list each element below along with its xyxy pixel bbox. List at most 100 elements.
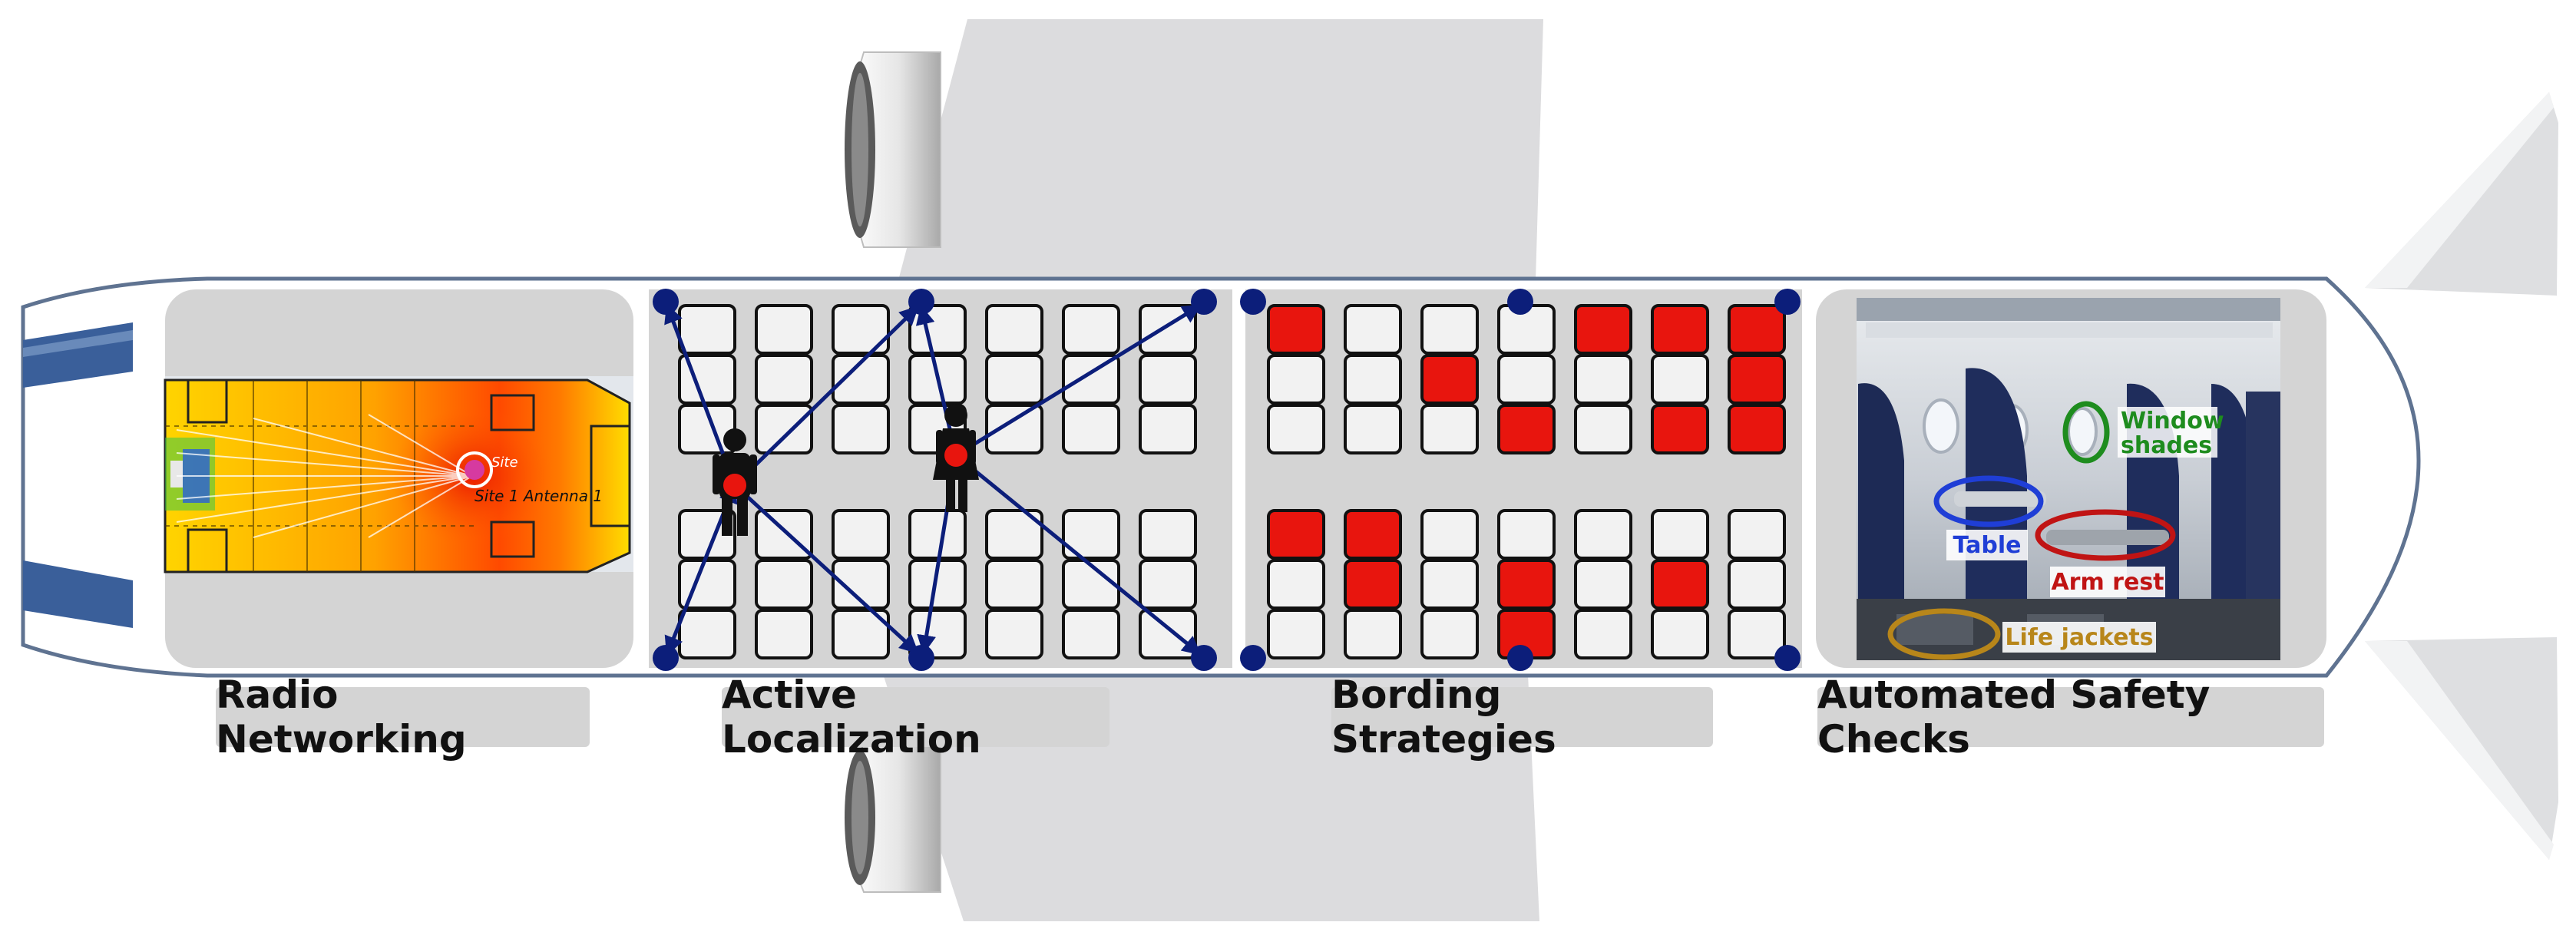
engine-bottom (845, 742, 941, 893)
board-seat-empty (1574, 609, 1632, 659)
table-label: Table (1953, 532, 2022, 559)
board-seat-empty (1728, 509, 1786, 560)
loc-anchor-node (1191, 289, 1217, 315)
board-anchor-node (1507, 645, 1533, 671)
board-seat-empty (1651, 609, 1709, 659)
loc-seat-empty (832, 404, 890, 454)
board-seat-empty (1344, 354, 1402, 405)
board-anchor-node (1507, 289, 1533, 315)
loc-seat-empty (755, 609, 813, 659)
caption-radio-networking: Radio Networking (216, 673, 590, 762)
board-seat-empty (1728, 609, 1786, 659)
radio-heatmap (164, 376, 633, 573)
loc-seat-empty (985, 559, 1043, 610)
board-seat-empty (1267, 404, 1325, 454)
loc-seat-empty (1062, 609, 1120, 659)
cabin-photo (1857, 298, 2280, 660)
board-seat-occupied (1651, 404, 1709, 454)
localization-range-arrow (954, 454, 1202, 656)
board-seat-empty (1267, 354, 1325, 405)
site-antenna-label: Site 1 Antenna 1 (475, 487, 603, 505)
tag-dot-male (723, 474, 746, 497)
window-label-line1: Window (2121, 408, 2224, 435)
board-anchor-node (1240, 289, 1266, 315)
window-label-line2: shades (2121, 432, 2212, 459)
loc-seat-empty (755, 354, 813, 405)
board-seat-empty (1574, 509, 1632, 560)
loc-seat-empty (985, 354, 1043, 405)
boarding-anchors (1240, 289, 1801, 671)
board-seat-occupied (1574, 304, 1632, 355)
loc-anchor-node (1191, 645, 1217, 671)
board-seat-occupied (1267, 304, 1325, 355)
board-seat-occupied (1728, 304, 1786, 355)
loc-seat-empty (1062, 304, 1120, 355)
armrest-label: Arm rest (2051, 569, 2164, 596)
safety-annotations: Window shades Table Arm rest Life jacket… (1887, 401, 2224, 660)
localization-range-arrow (954, 303, 1202, 458)
localization-anchors (653, 289, 1217, 671)
board-seat-occupied (1267, 509, 1325, 560)
localization-people (713, 404, 979, 536)
loc-seat-empty (678, 304, 736, 355)
board-seat-empty (1267, 609, 1325, 659)
tail-fin-top (2365, 92, 2558, 296)
loc-seat-empty (755, 304, 813, 355)
loc-seat-empty (1062, 404, 1120, 454)
board-seat-empty (1420, 304, 1479, 355)
board-anchor-node (1240, 645, 1266, 671)
caption-automated-safety-checks: Automated Safety Checks (1817, 673, 2324, 762)
board-seat-occupied (1497, 559, 1556, 610)
board-seat-empty (1651, 509, 1709, 560)
board-seat-empty (1497, 354, 1556, 405)
board-seat-occupied (1420, 354, 1479, 405)
localization-range-arrow (733, 484, 919, 654)
lifejackets-label: Life jackets (2005, 624, 2153, 651)
board-anchor-node (1774, 289, 1801, 315)
board-seat-occupied (1728, 354, 1786, 405)
board-seat-empty (1497, 509, 1556, 560)
loc-anchor-node (908, 289, 934, 315)
board-seat-empty (1344, 404, 1402, 454)
lifejacket-marker (1887, 608, 2001, 660)
window-shade-marker (2062, 401, 2110, 464)
loc-seat-empty (1139, 404, 1197, 454)
board-seat-empty (1267, 559, 1325, 610)
board-seat-occupied (1728, 404, 1786, 454)
board-seat-empty (1420, 404, 1479, 454)
loc-seat-empty (755, 559, 813, 610)
board-seat-empty (1651, 354, 1709, 405)
board-seat-occupied (1344, 559, 1402, 610)
loc-seat-empty (678, 609, 736, 659)
loc-seat-empty (832, 509, 890, 560)
board-seat-empty (1420, 609, 1479, 659)
loc-anchor-node (908, 645, 934, 671)
loc-seat-empty (985, 609, 1043, 659)
site-marker-label: Site (491, 454, 518, 471)
loc-seat-empty (1139, 509, 1197, 560)
loc-seat-empty (1139, 609, 1197, 659)
board-seat-empty (1574, 559, 1632, 610)
localization-range-arrow (733, 306, 919, 487)
board-seat-empty (1574, 404, 1632, 454)
caption-boarding-strategies: Bording Strategies (1331, 673, 1713, 762)
board-seat-empty (1344, 609, 1402, 659)
board-seat-occupied (1497, 404, 1556, 454)
loc-anchor-node (653, 645, 679, 671)
board-anchor-node (1774, 645, 1801, 671)
loc-seat-empty (1139, 559, 1197, 610)
armrest-marker (2035, 509, 2176, 561)
board-seat-empty (1574, 354, 1632, 405)
loc-anchor-node (653, 289, 679, 315)
loc-seat-empty (985, 304, 1043, 355)
boarding-seats (1267, 304, 1786, 659)
loc-seat-empty (755, 404, 813, 454)
board-seat-occupied (1651, 559, 1709, 610)
localization-arrows (664, 303, 1202, 656)
loc-seat-empty (1139, 354, 1197, 405)
engine-top (845, 51, 941, 248)
wing-top (898, 19, 1543, 280)
board-seat-empty (1420, 559, 1479, 610)
loc-seat-empty (755, 509, 813, 560)
